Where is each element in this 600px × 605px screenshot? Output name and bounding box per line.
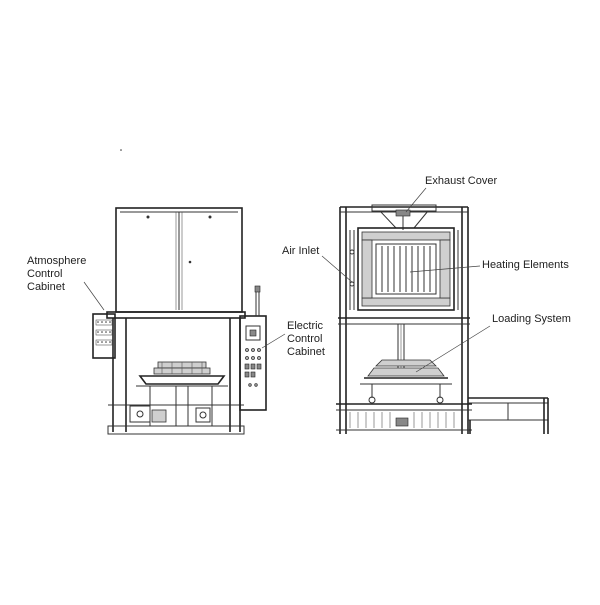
leader-exhaust xyxy=(405,187,427,213)
loading-table xyxy=(138,375,226,385)
base-bottom-plate xyxy=(107,425,245,435)
leader-atmosphere xyxy=(83,281,105,311)
right-machine-side-view xyxy=(336,204,549,434)
furnace-chamber xyxy=(357,227,455,311)
label-air-inlet: Air Inlet xyxy=(282,245,320,257)
label-electric-line3: Cabinet xyxy=(287,346,325,358)
label-atmosphere-line2: Control xyxy=(27,268,63,280)
left-machine-front-view xyxy=(92,207,267,435)
label-atmosphere-cabinet: Atmosphere Control Cabinet xyxy=(27,255,86,294)
electric-cabinet-box xyxy=(239,315,267,411)
stray-dot xyxy=(120,149,122,151)
label-atmosphere-line3: Cabinet xyxy=(27,281,65,293)
leader-air-inlet xyxy=(321,255,353,283)
label-exhaust-cover: Exhaust Cover xyxy=(425,175,498,187)
label-atmosphere-line1: Atmosphere xyxy=(27,255,87,267)
leader-loading xyxy=(415,325,491,373)
base-top-plate xyxy=(106,311,246,319)
leader-lines xyxy=(83,187,491,373)
atmosphere-cabinet-box xyxy=(92,313,116,359)
label-electric-line1: Electric xyxy=(287,320,324,332)
label-heating-elements: Heating Elements xyxy=(482,259,569,271)
label-electric-line2: Control xyxy=(287,333,323,345)
label-electric-cabinet: Electric Control Cabinet xyxy=(287,320,325,359)
leader-heating xyxy=(409,265,481,273)
leader-electric xyxy=(261,333,286,349)
label-loading-system: Loading System xyxy=(492,313,571,325)
